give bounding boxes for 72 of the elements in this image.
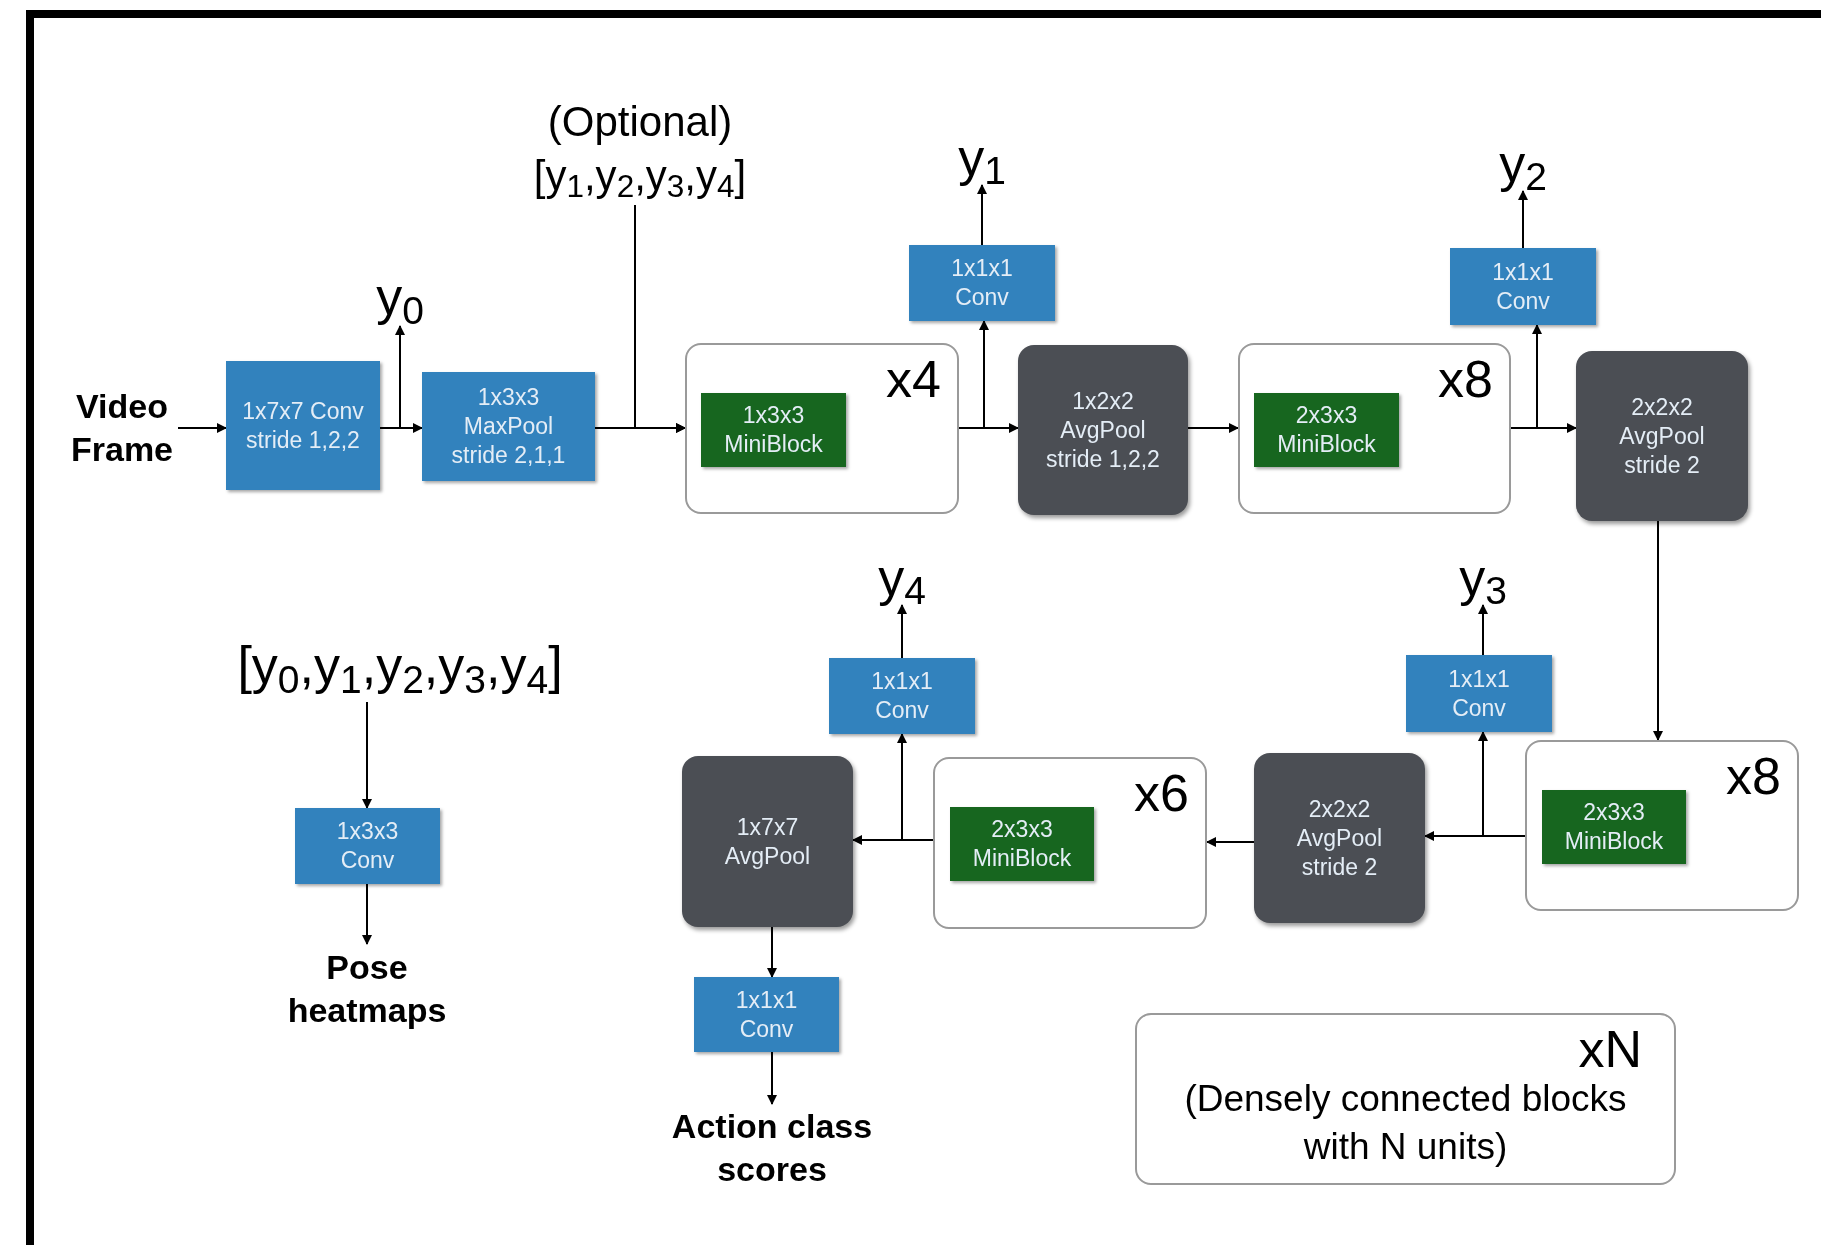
arrow bbox=[1478, 604, 1488, 656]
outputs-label: [y$_{0}$,y$_{1}$,y$_{2}$,y$_{3}$,y$_{4}$] bbox=[237, 635, 563, 700]
pooling-box bbox=[1018, 345, 1188, 515]
miniblock-box bbox=[950, 807, 1094, 881]
layer-box bbox=[829, 658, 975, 734]
layer-label: 1x3x3 MaxPool stride 2,1,1 bbox=[451, 384, 566, 468]
repeat-count: x8 bbox=[1726, 746, 1781, 806]
layer-label: 1x3x3 Conv bbox=[336, 818, 399, 873]
arrow bbox=[1206, 837, 1255, 847]
repeat-group-box bbox=[933, 757, 1207, 929]
layer-label: 1x7x7 AvgPool bbox=[724, 813, 811, 869]
layer-box bbox=[1450, 248, 1596, 325]
outputs-label: (Optional) bbox=[547, 96, 733, 147]
layer-label: 2x2x2 AvgPool stride 2 bbox=[1619, 393, 1705, 478]
layer-box bbox=[1406, 655, 1552, 732]
io-label: Pose heatmaps bbox=[286, 947, 448, 1031]
io-label: Video Frame bbox=[69, 385, 175, 470]
repeat-group-box bbox=[1525, 740, 1799, 911]
output-label: y$_{4}$ bbox=[878, 548, 926, 605]
arrow bbox=[1653, 520, 1663, 741]
output-label: y$_{1}$ bbox=[958, 128, 1006, 185]
repeat-group-box bbox=[685, 343, 959, 514]
repeat-count: x6 bbox=[1134, 763, 1189, 823]
layer-label: 1x2x2 AvgPool stride 1,2,2 bbox=[1046, 387, 1160, 472]
layer-label: 1x1x1 Conv bbox=[871, 668, 933, 723]
pooling-box bbox=[1254, 753, 1425, 923]
layer-label: 2x3x3 MiniBlock bbox=[972, 816, 1072, 871]
layer-box bbox=[226, 361, 380, 490]
arrow bbox=[362, 883, 372, 945]
arrow bbox=[1510, 324, 1542, 429]
layer-label: 2x2x2 AvgPool stride 2 bbox=[1296, 795, 1383, 880]
layer-label: 1x1x1 Conv bbox=[951, 255, 1013, 310]
arrow bbox=[1478, 731, 1526, 837]
output-label: y$_{3}$ bbox=[1459, 548, 1507, 605]
arrow bbox=[177, 423, 227, 433]
layer-label: 2x3x3 MiniBlock bbox=[1277, 402, 1376, 457]
output-label: y$_{2}$ bbox=[1499, 134, 1547, 191]
miniblock-box bbox=[1254, 393, 1399, 467]
output-label: y$_{0}$ bbox=[376, 268, 424, 324]
pooling-box bbox=[1576, 351, 1748, 521]
arrow bbox=[767, 926, 777, 978]
repeat-group-box bbox=[1238, 343, 1511, 514]
pooling-box bbox=[682, 756, 853, 927]
arrow bbox=[379, 325, 405, 429]
layer-label: 1x1x1 Conv bbox=[1448, 665, 1510, 721]
miniblock-box bbox=[1542, 790, 1686, 864]
layer-label: 2x3x3 MiniBlock bbox=[1564, 799, 1664, 854]
layer-box bbox=[694, 977, 839, 1052]
arrow bbox=[977, 184, 987, 246]
repeat-count: xN bbox=[1578, 1023, 1643, 1075]
outputs-label: [y$_{1}$,y$_{2}$,y$_{3}$,y$_{4}$] bbox=[533, 150, 747, 203]
layer-box bbox=[909, 245, 1055, 321]
arrow bbox=[897, 604, 907, 659]
key-description: (Densely connected blocks with N units) bbox=[1183, 1077, 1628, 1169]
layer-label: 1x7x7 Conv stride 1,2,2 bbox=[242, 397, 364, 453]
arrow bbox=[362, 701, 372, 809]
arrow bbox=[897, 733, 934, 841]
miniblock-box bbox=[701, 393, 846, 467]
arrow bbox=[958, 320, 989, 429]
layer-label: 1x1x1 Conv bbox=[1492, 258, 1554, 314]
layer-label: 1x1x1 Conv bbox=[735, 986, 798, 1042]
layer-box bbox=[422, 372, 595, 481]
layer-box bbox=[295, 808, 440, 884]
repeat-count: x8 bbox=[1438, 349, 1493, 409]
repeat-count: x4 bbox=[886, 349, 941, 409]
arrow bbox=[1518, 190, 1528, 249]
layer-label: 1x3x3 MiniBlock bbox=[724, 402, 823, 457]
io-label: Action class scores bbox=[670, 1106, 874, 1190]
arrow bbox=[634, 204, 686, 433]
key-box bbox=[1135, 1013, 1676, 1185]
arrow bbox=[1187, 423, 1239, 433]
arrow bbox=[767, 1051, 777, 1105]
